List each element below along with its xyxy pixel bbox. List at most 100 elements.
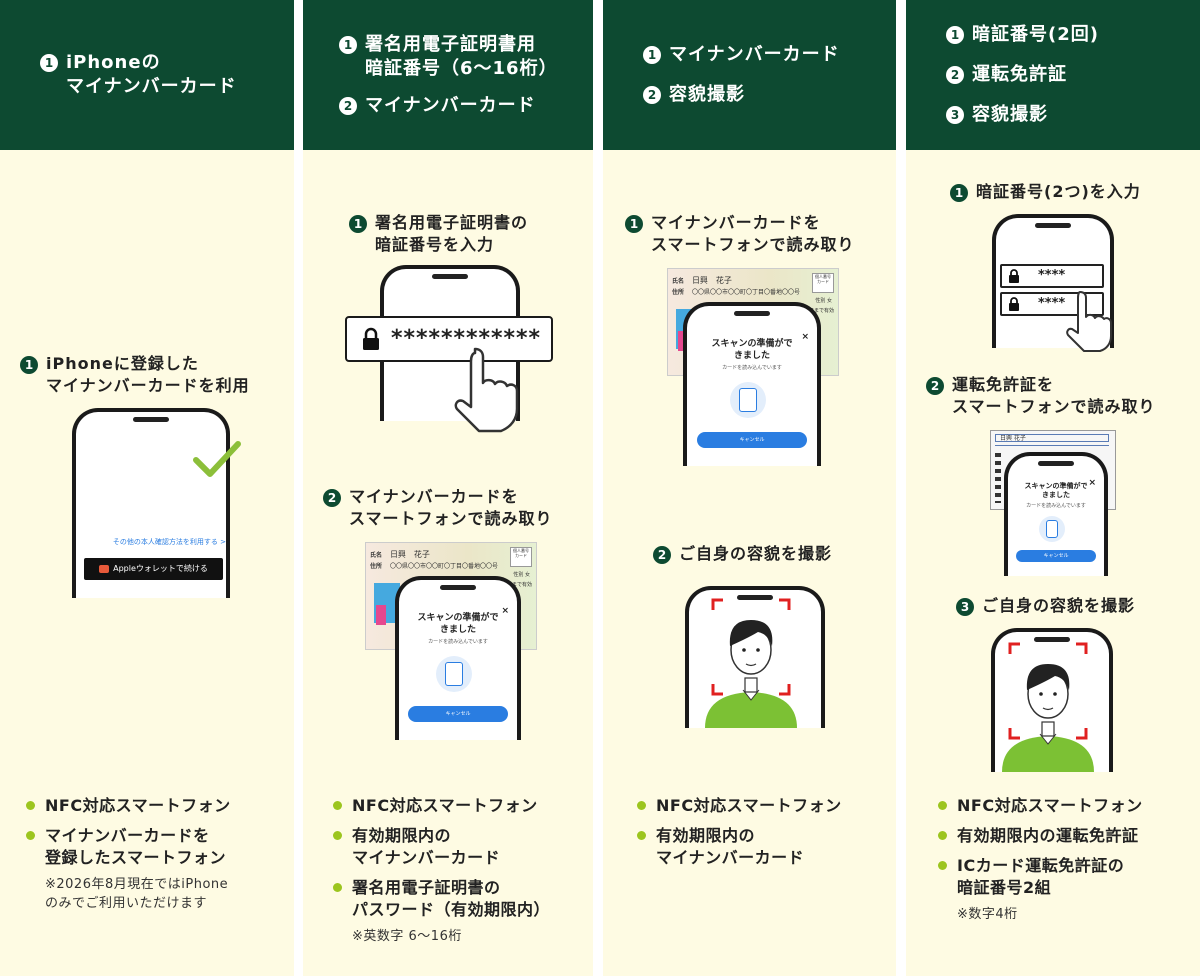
requirement-item: NFC対応スマートフォン — [24, 795, 231, 817]
phone-scan-screen: スキャンの準備ができましたカードを読み込んでいます × キャンセル — [395, 576, 521, 740]
header-item: 3 容貌撮影 — [946, 103, 1048, 127]
step-item: 3 ご自身の容貌を撮影 — [956, 595, 1135, 617]
step-item: 2 マイナンバーカードをスマートフォンで読み取り — [323, 486, 553, 530]
step-item: 1 マイナンバーカードをスマートフォンで読み取り — [625, 212, 855, 256]
card-name-row: 氏名 日興 花子 — [370, 550, 430, 559]
step-number: 1 — [339, 36, 357, 54]
requirement-item: NFC対応スマートフォン — [936, 795, 1143, 817]
phone-scan-screen: スキャンの準備ができましたカードを読み込んでいます × キャンセル — [1004, 452, 1108, 576]
lock-icon — [363, 327, 379, 350]
column-iphone-mynumber: 1 iPhoneのマイナンバーカード 1 iPhoneに登録したマイナンバーカー… — [0, 0, 294, 976]
other-method-link[interactable]: その他の本人確認方法を利用する > — [112, 538, 226, 546]
requirements-list: NFC対応スマートフォン 有効期限内の運転免許証 ICカード運転免許証の暗証番号… — [936, 795, 1143, 924]
check-icon — [193, 441, 241, 477]
face-capture-illustration — [1002, 642, 1094, 772]
step-text: 暗証番号(2つ)を入力 — [976, 182, 1141, 201]
close-icon[interactable]: × — [1088, 478, 1096, 488]
column-header: 1 署名用電子証明書用暗証番号（6〜16桁） 2 マイナンバーカード — [303, 0, 593, 150]
scan-phone-icon — [1039, 516, 1065, 542]
header-text: 暗証番号(2回) — [972, 24, 1099, 45]
header-item: 2 容貌撮影 — [643, 83, 745, 107]
step-text: 運転免許証をスマートフォンで読み取り — [952, 375, 1156, 416]
pin-input[interactable]: **** — [1000, 292, 1104, 316]
cancel-button[interactable]: キャンセル — [1015, 550, 1097, 562]
header-text: 署名用電子証明書用暗証番号（6〜16桁） — [365, 34, 558, 79]
step-number: 1 — [40, 54, 58, 72]
header-item: 2 マイナンバーカード — [339, 94, 536, 118]
bullet-icon — [333, 801, 342, 810]
step-number: 2 — [946, 66, 964, 84]
hand-pointer-icon — [454, 347, 519, 433]
step-text: マイナンバーカードをスマートフォンで読み取り — [651, 213, 855, 254]
step-item: 1 iPhoneに登録したマイナンバーカードを利用 — [20, 353, 250, 397]
phone-face-capture — [685, 586, 825, 728]
requirements-list: NFC対応スマートフォン 有効期限内のマイナンバーカード 署名用電子証明書のパス… — [331, 795, 550, 946]
requirement-item: 有効期限内のマイナンバーカード — [331, 825, 550, 869]
step-item: 1 暗証番号(2つ)を入力 — [950, 181, 1141, 203]
step-number: 1 — [643, 46, 661, 64]
card-accent — [376, 605, 386, 625]
header-text: マイナンバーカード — [669, 44, 840, 65]
card-badge: 個人番号カード — [510, 547, 532, 567]
header-item: 1 iPhoneのマイナンバーカード — [40, 51, 237, 99]
step-number: 1 — [20, 356, 38, 374]
bullet-icon — [333, 831, 342, 840]
scan-dialog-title: スキャンの準備ができました — [417, 613, 499, 635]
column-driver-license: 1 暗証番号(2回) 2 運転免許証 3 容貌撮影 1 暗証番号(2つ)を入力 … — [906, 0, 1200, 976]
step-number: 2 — [323, 489, 341, 507]
step-number: 2 — [653, 546, 671, 564]
step-text: ご自身の容貌を撮影 — [982, 596, 1136, 615]
requirement-note: ※英数字 6〜16桁 — [352, 929, 462, 944]
step-number: 3 — [956, 598, 974, 616]
cancel-button[interactable]: キャンセル — [408, 706, 508, 722]
requirement-note: ※数字4桁 — [957, 907, 1018, 922]
requirement-item: マイナンバーカードを登録したスマートフォン — [24, 825, 231, 869]
step-number: 2 — [339, 97, 357, 115]
pin-mask: **** — [1038, 268, 1066, 283]
bullet-icon — [938, 801, 947, 810]
header-text: 運転免許証 — [972, 64, 1067, 85]
card-name-row: 氏名 日興 花子 — [672, 276, 732, 285]
bullet-icon — [938, 861, 947, 870]
close-icon[interactable]: × — [501, 606, 509, 616]
requirements-list: NFC対応スマートフォン 有効期限内のマイナンバーカード — [635, 795, 842, 877]
scan-dialog-subtitle: カードを読み込んでいます — [1026, 503, 1086, 509]
apple-wallet-button[interactable]: Appleウォレットで続ける — [84, 558, 223, 580]
step-item: 1 署名用電子証明書の暗証番号を入力 — [349, 212, 528, 256]
step-number: 1 — [349, 215, 367, 233]
cancel-button[interactable]: キャンセル — [697, 432, 807, 448]
requirements-list: NFC対応スマートフォン マイナンバーカードを登録したスマートフォン ※2026… — [24, 795, 231, 913]
step-number: 2 — [643, 86, 661, 104]
step-number: 1 — [950, 184, 968, 202]
bullet-icon — [26, 831, 35, 840]
header-text: 容貌撮影 — [972, 104, 1048, 125]
scan-dialog-subtitle: カードを読み込んでいます — [722, 365, 782, 371]
requirement-item: NFC対応スマートフォン — [635, 795, 842, 817]
bullet-icon — [333, 883, 342, 892]
pin-mask: **** — [1038, 296, 1066, 311]
lock-icon — [1009, 297, 1019, 311]
step-text: iPhoneに登録したマイナンバーカードを利用 — [46, 354, 250, 395]
header-text: iPhoneのマイナンバーカード — [66, 52, 237, 97]
card-sex: 性別 女 — [513, 572, 530, 578]
requirement-item: 有効期限内のマイナンバーカード — [635, 825, 842, 869]
scan-dialog-title: スキャンの準備ができました — [711, 339, 793, 361]
scan-dialog-subtitle: カードを読み込んでいます — [428, 639, 488, 645]
scan-dialog-title: スキャンの準備ができました — [1024, 482, 1088, 499]
license-name-row: 日興 花子 — [995, 434, 1109, 442]
step-item: 2 運転免許証をスマートフォンで読み取り — [926, 374, 1156, 418]
pin-input[interactable]: **** — [1000, 264, 1104, 288]
step-item: 2 ご自身の容貌を撮影 — [653, 543, 832, 565]
card-badge: 個人番号カード — [812, 273, 834, 293]
column-mynumber-face: 1 マイナンバーカード 2 容貌撮影 1 マイナンバーカードをスマートフォンで読… — [603, 0, 896, 976]
requirement-item: ICカード運転免許証の暗証番号2組 — [936, 855, 1143, 899]
pin-input[interactable]: ************ — [345, 316, 553, 362]
scan-phone-icon — [730, 382, 766, 418]
column-signature-certificate: 1 署名用電子証明書用暗証番号（6〜16桁） 2 マイナンバーカード 1 署名用… — [303, 0, 593, 976]
card-sex: 性別 女 — [815, 298, 832, 304]
close-icon[interactable]: × — [801, 332, 809, 342]
requirement-item: 署名用電子証明書のパスワード（有効期限内） — [331, 877, 550, 921]
pin-mask: ************ — [391, 326, 542, 351]
